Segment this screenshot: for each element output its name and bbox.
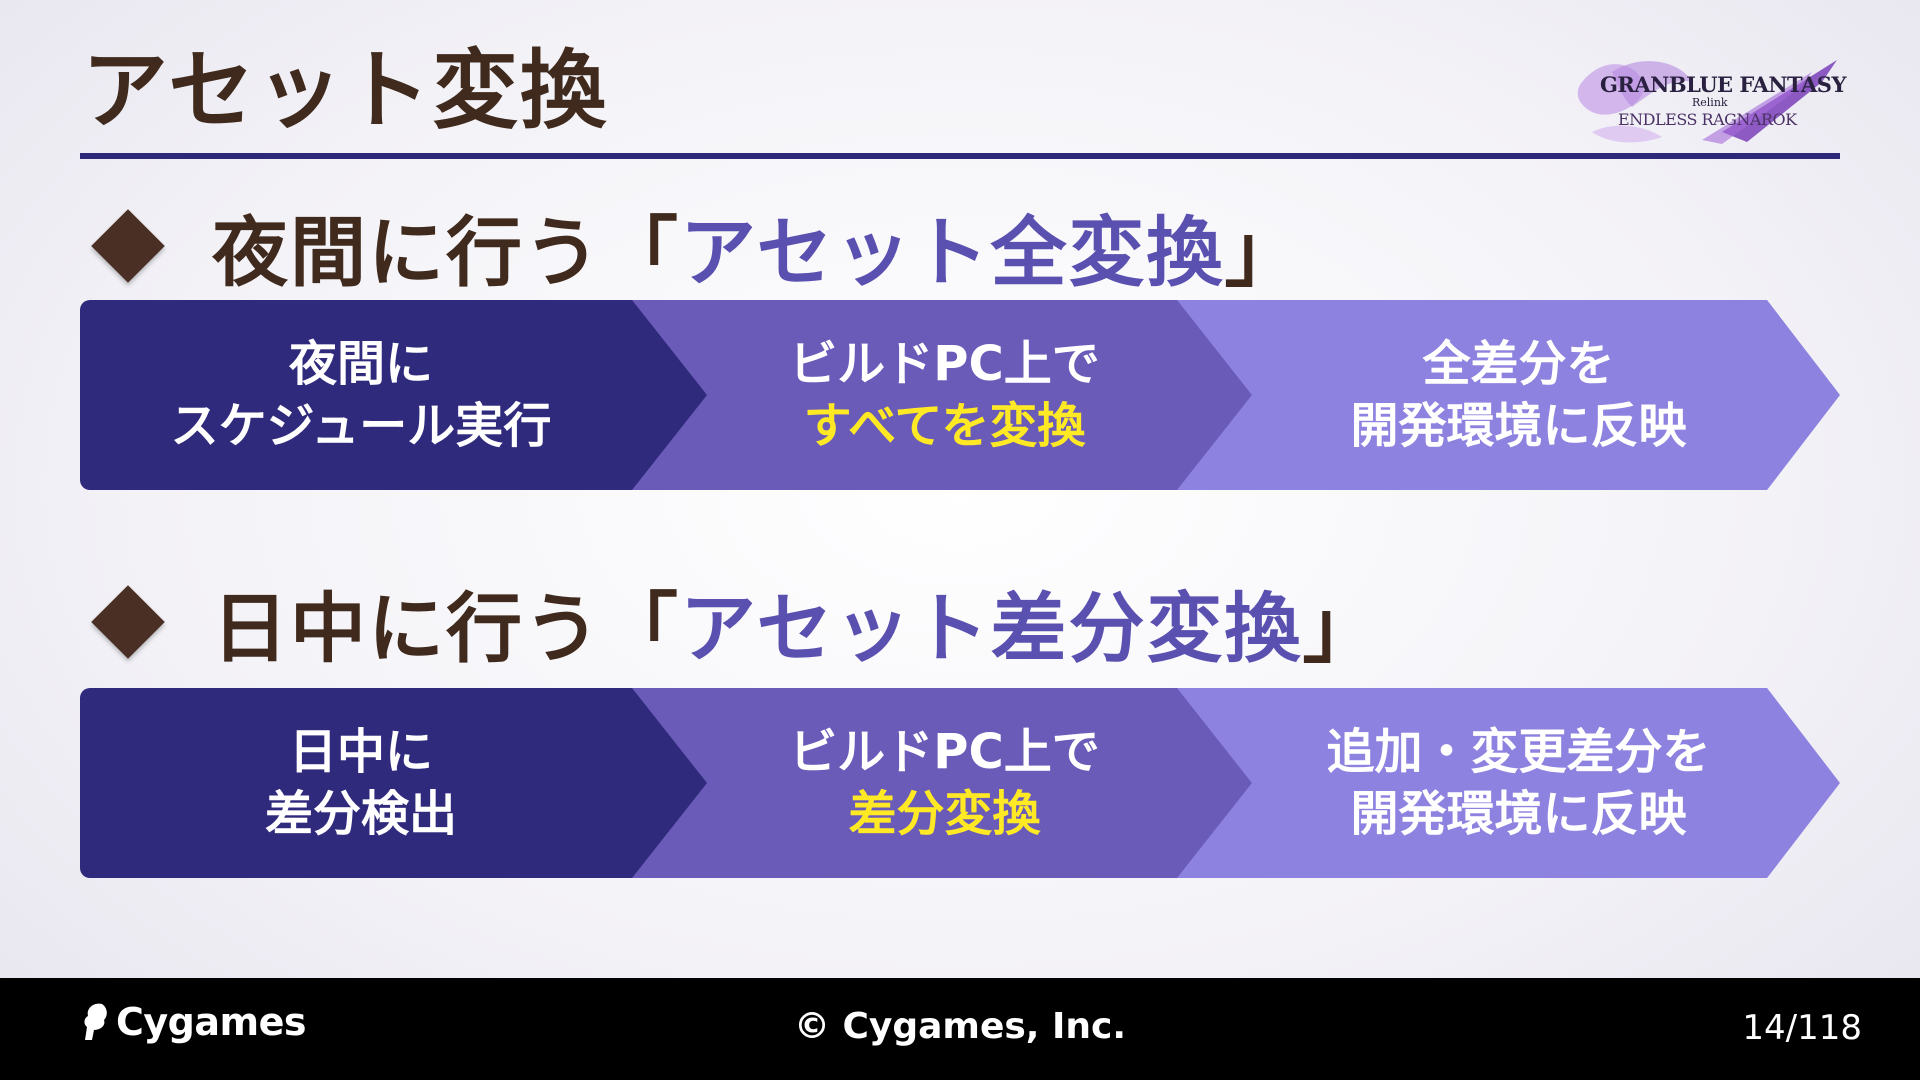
game-logo: GRANBLUE FANTASY Relink ENDLESS RAGNAROK: [1572, 52, 1846, 148]
section-heading-text: 夜間に行う「アセット全変換」: [212, 191, 1302, 301]
diamond-bullet-icon: [91, 209, 165, 283]
flow-step-3: 全差分を 開発環境に反映: [1177, 300, 1840, 490]
heading-suffix: 」: [1302, 584, 1381, 673]
logo-emblem-icon: [1577, 60, 1837, 144]
footer-bar: Cygames © Cygames, Inc. 14/118: [0, 978, 1920, 1080]
step-line-2: スケジュール実行: [170, 398, 552, 454]
slide: アセット変換 GRANBLUE FANTASY Relink ENDLESS R…: [80, 41, 1846, 878]
cygames-logo: Cygames: [80, 1000, 307, 1044]
brand-name: Cygames: [116, 1000, 307, 1044]
step-line-2-highlight: 差分変換: [848, 786, 1041, 842]
step-line-2-highlight: すべてを変換: [803, 398, 1086, 454]
slide-title: アセット変換: [82, 41, 609, 141]
step-line-1: 夜間に: [288, 336, 433, 392]
step-line-1: ビルドPC上で: [789, 724, 1100, 780]
step-line-1: 追加・変更差分を: [1326, 724, 1711, 780]
step-line-1: 全差分を: [1422, 336, 1615, 392]
title-rule: [80, 153, 1840, 159]
logo-line-2: Relink: [1692, 96, 1728, 109]
step-line-2: 開発環境に反映: [1350, 786, 1687, 842]
section-heading-night: 夜間に行う「アセット全変換」: [91, 196, 1302, 297]
flow-step-1: 夜間に スケジュール実行: [80, 300, 712, 490]
cygames-mark-icon: [84, 1003, 107, 1040]
step-line-1: 日中に: [288, 724, 433, 780]
step-line-1: ビルドPC上で: [789, 336, 1100, 392]
logo-line-1: GRANBLUE FANTASY: [1600, 72, 1846, 97]
process-flow-night: 夜間に スケジュール実行 ビルドPC上で すべてを変換 全差分を 開発環境に反映: [80, 300, 1840, 490]
flow-step-1: 日中に 差分検出: [80, 688, 712, 878]
copyright-text: © Cygames, Inc.: [793, 1006, 1127, 1047]
step-line-2: 開発環境に反映: [1350, 398, 1687, 454]
heading-accent: アセット差分変換: [680, 584, 1303, 673]
diamond-bullet-icon: [91, 585, 165, 659]
section-heading-day: 日中に行う「アセット差分変換」: [91, 572, 1380, 673]
flow-step-3: 追加・変更差分を 開発環境に反映: [1177, 688, 1840, 878]
flow-step-2: ビルドPC上で すべてを変換: [632, 300, 1257, 490]
heading-suffix: 」: [1224, 208, 1303, 297]
page-number: 14/118: [1742, 1008, 1862, 1048]
logo-line-3: ENDLESS RAGNAROK: [1618, 110, 1797, 129]
flow-step-2: ビルドPC上で 差分変換: [632, 688, 1257, 878]
process-flow-day: 日中に 差分検出 ビルドPC上で 差分変換 追加・変更差分を 開発環境に反映: [80, 688, 1840, 878]
heading-prefix: 夜間に行う「: [212, 208, 680, 297]
section-heading-text: 日中に行う「アセット差分変換」: [212, 567, 1380, 677]
heading-accent: アセット全変換: [680, 208, 1225, 297]
step-line-2: 差分検出: [264, 786, 457, 842]
heading-prefix: 日中に行う「: [212, 584, 680, 673]
